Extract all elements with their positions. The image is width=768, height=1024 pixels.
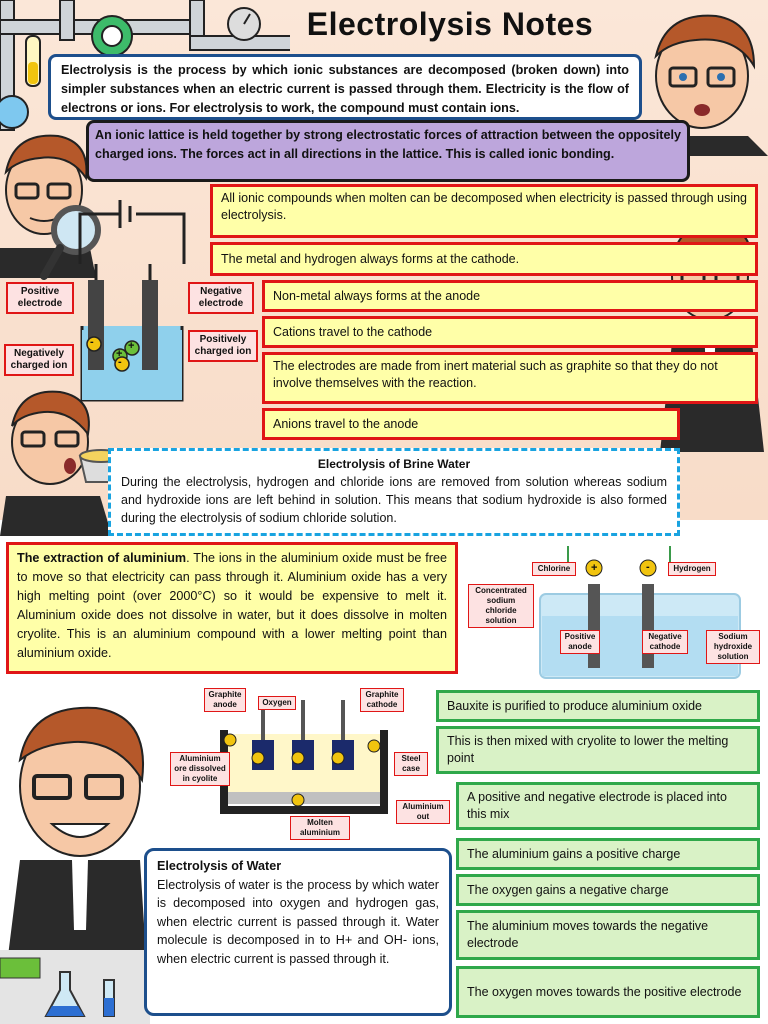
ore-label: Aluminium ore dissolved in cyolite [170,752,230,786]
fact-box: The metal and hydrogen always forms at t… [210,242,758,276]
cation-symbol: + [128,340,135,352]
brine-title: Electrolysis of Brine Water [317,457,471,471]
anode-sign: + [591,562,598,574]
brine-water-box: Electrolysis of Brine Water During the e… [108,448,680,536]
aluminium-out-label: Aluminium out [396,800,450,824]
steel-case-label: Steel case [394,752,428,776]
brine-text: During the electrolysis, hydrogen and ch… [121,475,667,525]
water-title: Electrolysis of Water [157,859,282,873]
step-box: The oxygen moves towards the positive el… [456,966,760,1018]
aluminium-text: . The ions in the aluminium oxide must b… [17,551,447,660]
electrolysis-cell-diagram [78,200,186,402]
positive-electrode-label: Positive electrode [6,282,74,314]
teacher-avatar-icon [0,390,112,536]
ionic-lattice-box: An ionic lattice is held together by str… [86,120,690,182]
anion-symbol: - [118,356,122,368]
step-box: Bauxite is purified to produce aluminium… [436,690,760,722]
negative-ion-label: Negatively charged ion [4,344,74,376]
step-box: This is then mixed with cryolite to lowe… [436,726,760,774]
fact-box: Non-metal always forms at the anode [262,280,758,312]
step-box: The aluminium gains a positive charge [456,838,760,870]
concentrated-solution-label: Concentrated sodium chloride solution [468,584,534,628]
aluminium-extraction-box: The extraction of aluminium. The ions in… [6,542,458,674]
graphite-anode-label: Graphite anode [204,688,246,712]
water-electrolysis-box: Electrolysis of Water Electrolysis of wa… [144,848,452,1016]
aluminium-lead: The extraction of aluminium [17,551,187,565]
fact-box: The electrodes are made from inert mater… [262,352,758,404]
fact-box: All ionic compounds when molten can be d… [210,184,758,238]
hydrogen-label: Hydrogen [668,562,716,576]
molten-aluminium-label: Molten aluminium [290,816,350,840]
sodium-hydroxide-label: Sodium hydroxide solution [706,630,760,664]
teacher-avatar-icon [636,14,768,156]
cathode-sign: - [646,561,650,573]
aluminium-cell-diagram [220,700,388,814]
water-text: Electrolysis of water is the process by … [157,877,439,966]
cation-symbol: + [116,348,123,360]
page-title: Electrolysis Notes [306,6,594,42]
graphite-cathode-label: Graphite cathode [360,688,404,712]
negative-cathode-label: Negative cathode [642,630,688,654]
flask-icon [0,950,150,1024]
positive-ion-label: Positively charged ion [188,330,258,362]
anion-symbol: - [90,336,94,348]
step-box: A positive and negative electrode is pla… [456,782,760,830]
intro-box: Electrolysis is the process by which ion… [48,54,642,120]
oxygen-label: Oxygen [258,696,296,710]
fact-box: Anions travel to the anode [262,408,680,440]
pipe-apparatus-icon [0,0,290,131]
positive-anode-label: Positive anode [560,630,600,654]
chlorine-label: Chlorine [532,562,576,576]
magnifying-glass-icon [40,205,101,280]
step-box: The aluminium moves towards the negative… [456,910,760,960]
fact-box: Cations travel to the cathode [262,316,758,348]
negative-electrode-label: Negative electrode [188,282,254,314]
test-tube-icon [25,35,41,87]
step-box: The oxygen gains a negative charge [456,874,760,906]
ions-group [86,336,140,372]
